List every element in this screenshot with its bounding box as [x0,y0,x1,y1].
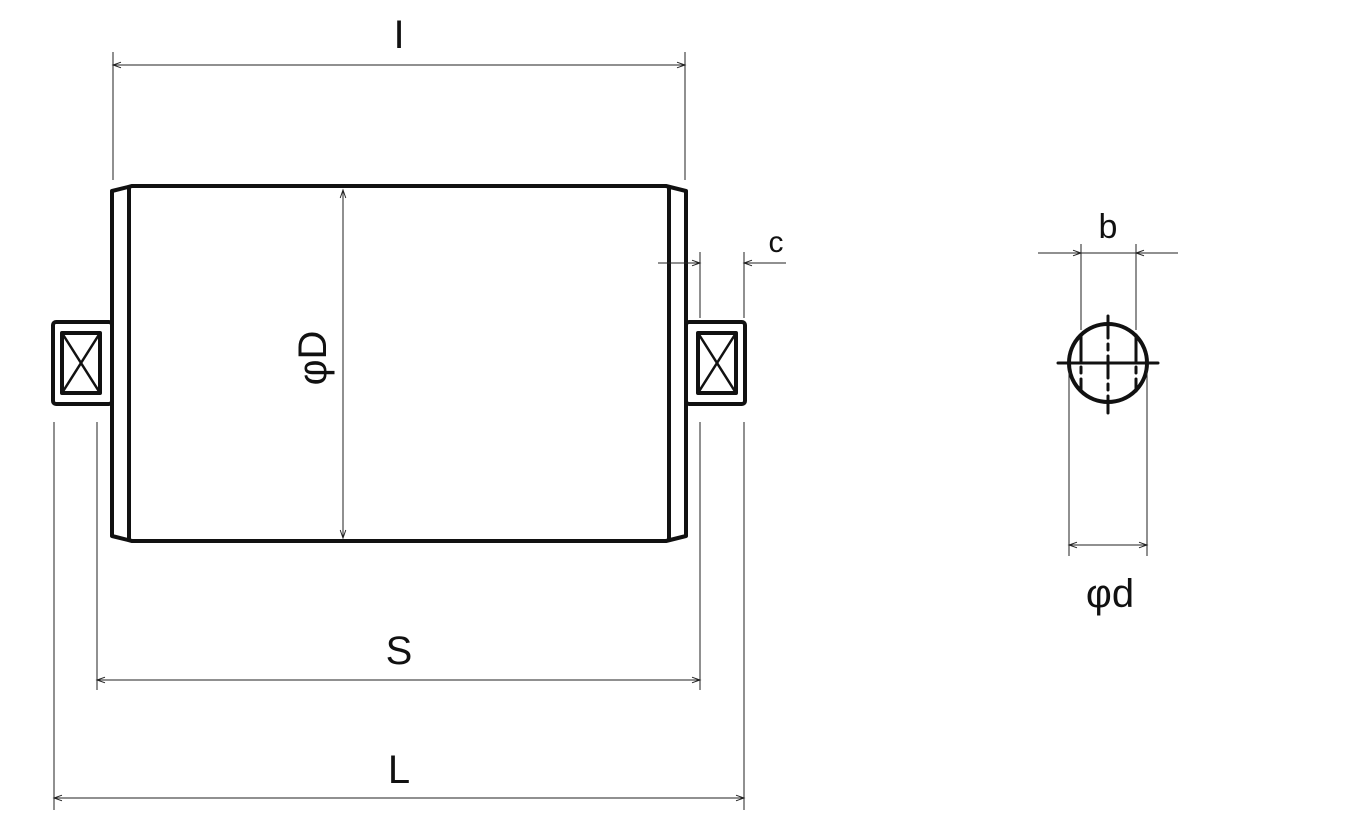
shaft-end-view [1056,314,1160,415]
dimension-phi-d-big: φD [291,188,347,540]
roller-body-outline [110,184,688,543]
dimension-b: b [1038,208,1178,330]
label-phi-d-big: φD [291,331,335,386]
label-c: c [769,226,784,259]
label-l: L [388,748,410,792]
left-bearing [51,320,114,406]
label-b: b [1099,208,1118,246]
dimension-i: I [111,13,687,180]
right-bearing [684,320,747,406]
label-phi-d-small: φd [1086,572,1134,616]
dimension-s: S [95,422,702,690]
dimension-phi-d-small: φd [1067,370,1149,616]
label-i: I [393,13,404,57]
dimension-c: c [658,226,786,318]
label-s: S [386,629,413,673]
roller-side-view [51,184,747,543]
dimension-l: L [52,422,746,810]
